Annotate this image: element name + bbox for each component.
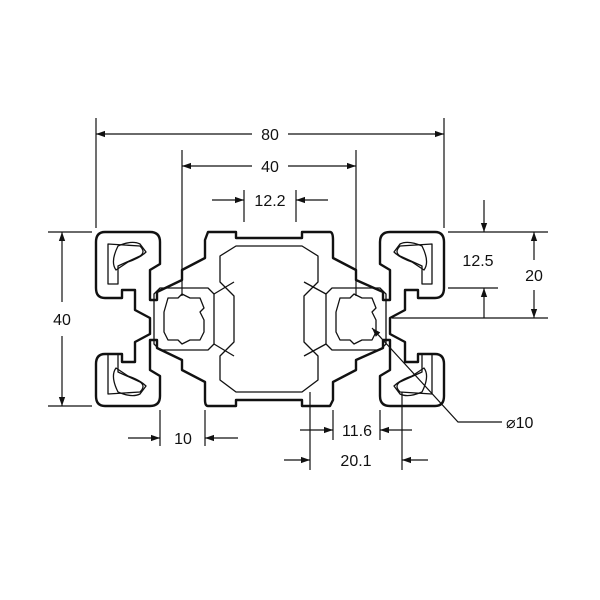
- label-slot-depth: 12.5: [462, 253, 493, 270]
- label-height-20: 20: [525, 268, 543, 285]
- corner-cavity-bottom-left: [107, 353, 144, 395]
- web-lower-right: [303, 343, 327, 357]
- corner-slot-top-left: [112, 241, 147, 271]
- profile-outline: [94, 230, 446, 408]
- label-center-slot: 12.2: [254, 193, 285, 210]
- corner-cavity-bottom-right: [396, 353, 433, 395]
- corner-slot-top-right: [393, 241, 428, 271]
- web-upper-right: [303, 281, 327, 295]
- label-hole-diameter: ⌀10: [506, 415, 534, 432]
- label-inner-width: 11.6: [342, 423, 372, 440]
- web-upper-left: [213, 281, 235, 295]
- label-overall-height: 40: [53, 312, 71, 329]
- label-outer-width: 20.1: [340, 453, 371, 470]
- label-slot-width: 10: [174, 431, 192, 448]
- core-left-housing: [153, 287, 215, 351]
- label-center-spacing: 40: [261, 159, 279, 176]
- dimension-lines: [48, 118, 548, 470]
- dimension-labels: 80 40 12.2 40 20 12.5 10 11.6 20.1 ⌀10: [53, 127, 543, 470]
- central-cavity: [219, 245, 319, 393]
- core-right-housing: [325, 287, 387, 351]
- web-lower-left: [213, 343, 235, 357]
- core-left-hole: [163, 293, 205, 345]
- corner-slot-bottom-right: [393, 367, 428, 397]
- corner-cavity-top-left: [107, 243, 144, 285]
- profile-cross-section: [94, 230, 446, 408]
- label-overall-width: 80: [261, 127, 279, 144]
- corner-cavity-top-right: [396, 243, 433, 285]
- corner-slot-bottom-left: [112, 367, 147, 397]
- diameter-leader-line: [371, 327, 502, 423]
